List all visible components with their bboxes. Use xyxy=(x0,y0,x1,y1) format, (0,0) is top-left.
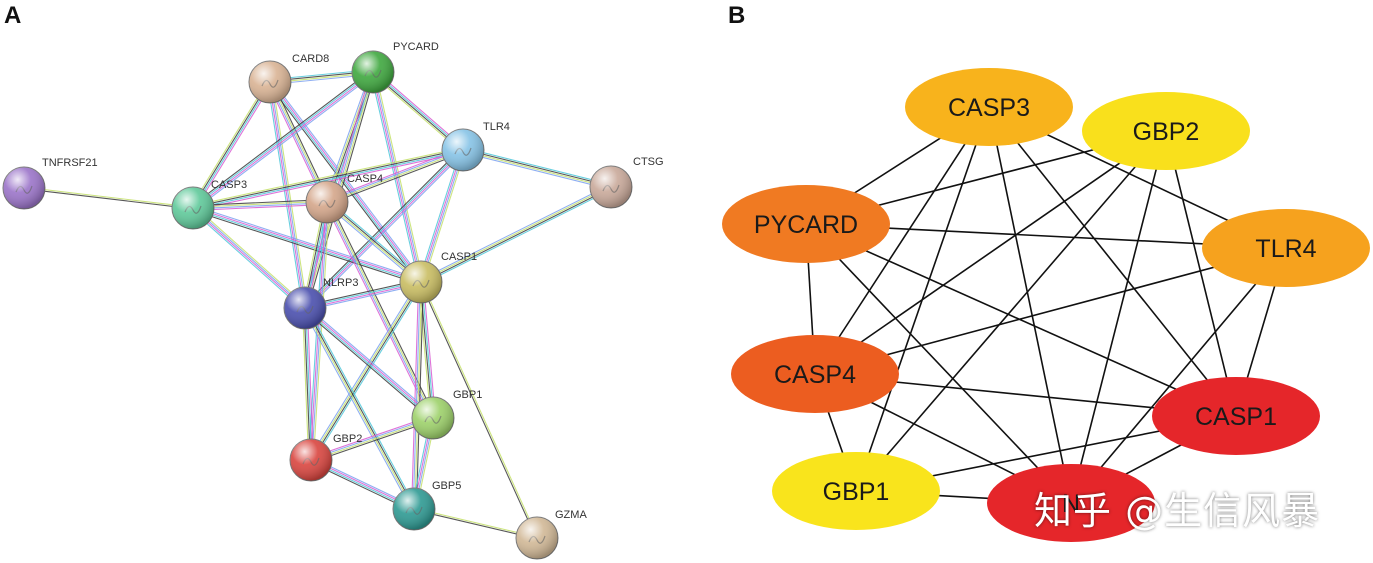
node-a-tlr4: TLR4 xyxy=(441,121,510,172)
edge-a-card8-nlrp3 xyxy=(267,81,308,309)
node-a-label: NLRP3 xyxy=(323,277,358,289)
node-b-nlrp3: N xyxy=(987,464,1155,542)
node-a-gbp2: GBP2 xyxy=(289,433,362,482)
node-b-label: CASP3 xyxy=(948,94,1030,122)
edge-a-casp3-casp1 xyxy=(192,205,422,285)
node-a-casp4: CASP4 xyxy=(305,173,383,224)
edge-a-ctsg-casp1 xyxy=(419,184,613,285)
edge-b-gbp2-gbp1 xyxy=(855,130,1167,492)
edge-a-tnfrsf21-casp3 xyxy=(23,186,194,210)
edge-b-gbp2-casp1 xyxy=(1165,130,1237,417)
edge-b-gbp2-nlrp3 xyxy=(1070,130,1167,504)
node-b-label: N xyxy=(1062,490,1080,518)
edge-b-casp3-casp1 xyxy=(988,106,1237,417)
node-b-gbp1: GBP1 xyxy=(772,452,940,530)
edge-b-casp3-casp4 xyxy=(814,106,990,375)
edge-a-nlrp3-gbp2 xyxy=(302,307,314,461)
node-a-casp1: CASP1 xyxy=(399,251,477,304)
edge-b-pycard-casp1 xyxy=(805,223,1237,417)
edge-a-tlr4-ctsg xyxy=(462,147,612,190)
node-a-label: GZMA xyxy=(555,509,587,521)
panel-a-letter: A xyxy=(4,2,22,29)
node-a-pycard: PYCARD xyxy=(351,41,439,94)
edge-a-casp1-gzma xyxy=(419,281,539,539)
edge-b-tlr4-casp4 xyxy=(814,247,1287,375)
edge-a-card8-casp3 xyxy=(190,80,273,210)
panel-b-letter: B xyxy=(728,2,746,29)
edge-a-casp3-casp4 xyxy=(192,199,328,211)
node-b-casp3: CASP3 xyxy=(905,68,1073,146)
node-a-label: TLR4 xyxy=(483,121,510,133)
node-b-label: CASP1 xyxy=(1195,403,1277,431)
node-a-label: CASP4 xyxy=(347,173,383,185)
node-b-casp4: CASP4 xyxy=(731,335,899,413)
edge-b-gbp2-casp4 xyxy=(814,130,1167,375)
node-b-label: GBP1 xyxy=(823,478,890,506)
edge-a-casp1-gbp5 xyxy=(411,281,424,510)
node-b-label: GBP2 xyxy=(1133,118,1200,146)
node-a-label: TNFRSF21 xyxy=(42,157,98,169)
node-a-label: CTSG xyxy=(633,156,664,168)
edge-a-tlr4-nlrp3 xyxy=(302,147,466,311)
node-b-gbp2: GBP2 xyxy=(1082,92,1250,170)
node-a-label: GBP1 xyxy=(453,389,482,401)
edge-a-nlrp3-gbp5 xyxy=(302,306,417,511)
node-a-label: PYCARD xyxy=(393,41,439,53)
edge-a-nlrp3-gbp1 xyxy=(303,305,435,421)
node-a-gbp5: GBP5 xyxy=(392,480,461,531)
node-a-ctsg: CTSG xyxy=(589,156,664,209)
node-a-card8: CARD8 xyxy=(248,53,329,104)
node-b-pycard: PYCARD xyxy=(722,185,890,263)
node-b-label: CASP4 xyxy=(774,361,856,389)
node-a-label: CARD8 xyxy=(292,53,329,65)
node-a-gzma: GZMA xyxy=(515,509,587,560)
node-b-label: PYCARD xyxy=(754,211,858,239)
edge-a-tlr4-casp1 xyxy=(418,149,466,283)
node-a-tnfrsf21: TNFRSF21 xyxy=(2,157,98,210)
watermark: 知乎 @生信风暴 xyxy=(1034,489,1321,533)
edge-a-gbp1-gbp2 xyxy=(310,415,434,463)
edge-a-pycard-casp3 xyxy=(191,69,375,211)
edge-a-casp3-nlrp3 xyxy=(191,205,307,311)
edge-a-casp1-gbp2 xyxy=(308,280,424,462)
edge-b-tlr4-nlrp3 xyxy=(1070,247,1287,504)
node-a-nlrp3: NLRP3 xyxy=(283,277,358,330)
node-a-label: CASP3 xyxy=(211,179,247,191)
node-b-label: TLR4 xyxy=(1255,235,1316,263)
node-a-label: GBP5 xyxy=(432,480,461,492)
node-b-casp1: CASP1 xyxy=(1152,377,1320,455)
node-a-gbp1: GBP1 xyxy=(411,389,482,440)
node-b-tlr4: TLR4 xyxy=(1202,209,1370,287)
node-a-casp3: CASP3 xyxy=(171,179,247,230)
node-a-label: GBP2 xyxy=(333,433,362,445)
node-a-label: CASP1 xyxy=(441,251,477,263)
